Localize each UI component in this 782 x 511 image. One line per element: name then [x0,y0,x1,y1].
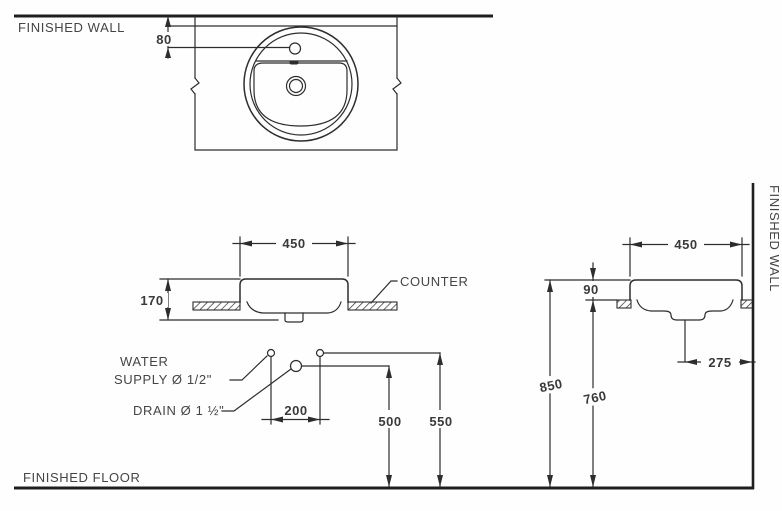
dim-rim-above-counter: 90 760 [574,262,616,488]
water-supply-label-2: SUPPLY Ø 1/2" [114,372,212,387]
break-mark-right [392,77,402,95]
basin-body-front [239,278,349,303]
bowl-underside-side [636,299,734,321]
counter-callout: COUNTER [370,274,468,304]
finished-floor-label: FINISHED FLOOR [23,470,140,485]
side-elevation-view: 450 275 90 760 [530,183,782,489]
counter-label: COUNTER [400,274,468,289]
basin-plan [243,26,359,142]
dim-450-front-label: 450 [282,236,305,251]
top-plan-view: FINISHED WALL 80 [14,14,493,151]
water-supply-label-1: WATER [120,354,169,369]
bowl-underside-front [246,301,342,314]
counter-right-front [347,301,398,311]
counter-outline-plan [190,16,402,151]
finished-wall-top-label: FINISHED WALL [18,20,125,35]
dim-275-label: 275 [708,355,731,370]
dim-200-label: 200 [284,403,307,418]
basin-body-side [629,279,743,301]
dim-basin-total-height: 170 [137,278,279,321]
dim-drain-to-wall: 275 [677,354,756,370]
drain-callout: DRAIN Ø 1 ½" [133,368,292,418]
supply-point-right [315,348,325,358]
dim-760-label: 760 [582,388,608,407]
front-elevation-view: 450 170 COUNTER [137,236,468,323]
dim-supply-spacing: 200 [261,403,330,423]
supply-point-left [266,348,276,358]
water-supply-callout: WATER SUPPLY Ø 1/2" [114,354,268,387]
drain-outer [285,75,307,97]
dim-rim-height: 850 [530,279,572,488]
dim-450-side-label: 450 [674,237,697,252]
drain-label: DRAIN Ø 1 ½" [133,403,224,418]
drain-point [289,359,303,373]
counter-right-side [740,299,754,309]
dim-90-label: 90 [583,282,598,297]
faucet-hole [288,42,302,55]
plumbing-rough-in: WATER SUPPLY Ø 1/2" DRAIN Ø 1 ½" 200 500 [114,348,457,488]
counter-left-side [616,299,632,309]
dim-basin-width-front: 450 [232,236,356,277]
break-mark-left [190,77,200,95]
dim-500-label: 500 [378,414,401,429]
dim-basin-width-side: 450 [622,237,750,277]
dim-80-label: 80 [156,32,171,47]
overflow-slot [289,60,299,65]
drain-tailpiece [284,312,304,323]
basin-bowl-plan [253,62,348,127]
dim-supply-height: 550 [425,352,457,488]
drain-inner [288,78,304,94]
basin-outer-rim [243,26,359,142]
dim-faucet-to-wall: 80 [152,15,176,59]
counter-left-front [192,301,241,311]
floor: FINISHED FLOOR [14,470,754,490]
dim-550-label: 550 [429,414,452,429]
finished-wall-right-label: FINISHED WALL [767,185,782,292]
dim-170-label: 170 [140,293,163,308]
basin-inner-rim [249,32,353,136]
dim-850-label: 850 [538,376,564,395]
dim-drain-height: 500 [374,365,406,488]
